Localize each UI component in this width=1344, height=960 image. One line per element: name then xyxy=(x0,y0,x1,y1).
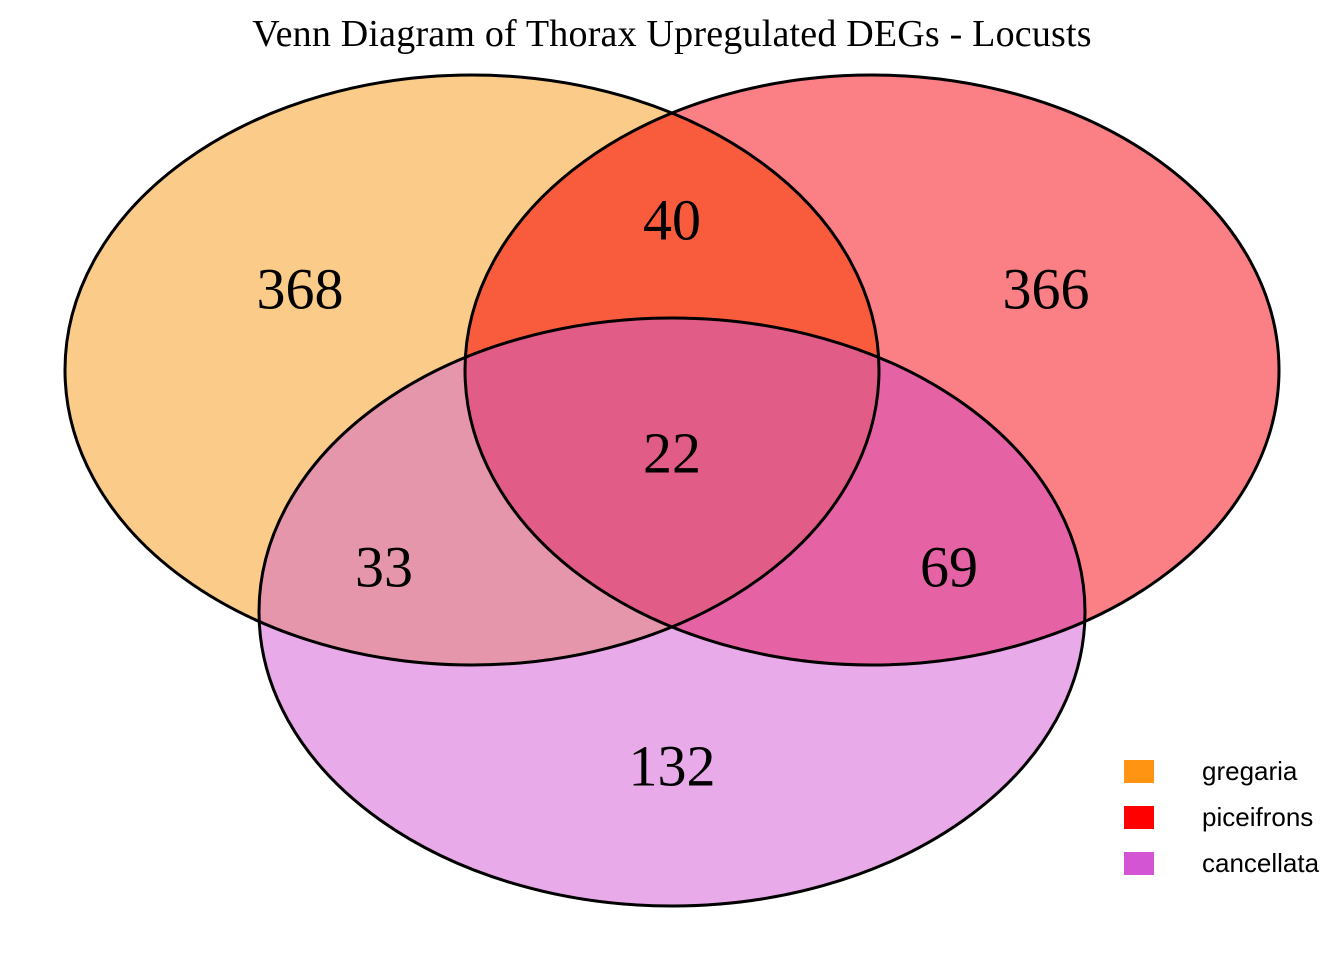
venn-region-fills xyxy=(65,75,1279,906)
legend-label-piceifrons: piceifrons xyxy=(1202,801,1314,832)
region-count-gregaria-only: 368 xyxy=(257,256,344,321)
region-count-cancellata-only: 132 xyxy=(629,733,716,798)
legend-label-gregaria: gregaria xyxy=(1202,755,1298,786)
legend-swatch-cancellata xyxy=(1124,851,1154,875)
region-count-piceifrons-cancellata: 69 xyxy=(920,534,978,599)
region-count-piceifrons-only: 366 xyxy=(1003,256,1090,321)
legend-label-cancellata: cancellata xyxy=(1202,847,1320,878)
legend-item-gregaria[interactable]: gregaria xyxy=(1124,748,1344,794)
page-title: Venn Diagram of Thorax Upregulated DEGs … xyxy=(252,13,1092,55)
legend-swatch-piceifrons xyxy=(1124,805,1154,829)
region-count-gregaria-piceifrons-cancellata: 22 xyxy=(643,420,701,485)
legend-swatch-gregaria xyxy=(1124,759,1154,783)
set-outline-piceifrons xyxy=(463,73,1281,667)
legend: gregaria piceifrons cancellata xyxy=(1124,748,1344,886)
venn-region-labels: 368 366 132 40 33 69 22 xyxy=(257,187,1090,798)
set-outline-gregaria xyxy=(63,73,881,667)
region-count-gregaria-piceifrons: 40 xyxy=(643,187,701,252)
region-count-gregaria-cancellata: 33 xyxy=(355,534,413,599)
set-outline-cancellata xyxy=(257,316,1087,908)
venn-set-outlines xyxy=(63,73,1281,908)
legend-item-piceifrons[interactable]: piceifrons xyxy=(1124,794,1344,840)
legend-item-cancellata[interactable]: cancellata xyxy=(1124,840,1344,886)
